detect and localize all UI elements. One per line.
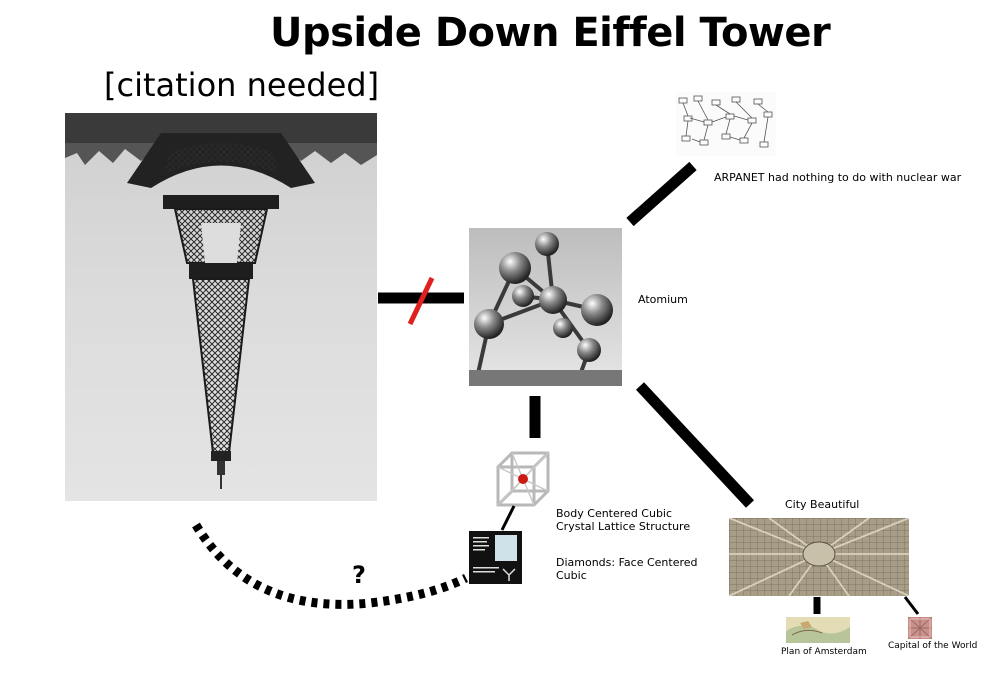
amsterdam-label: Plan of Amsterdam	[781, 647, 867, 657]
atomium-label: Atomium	[638, 293, 688, 306]
question-mark: ?	[352, 561, 366, 589]
connector-atomium-city-beautiful	[635, 382, 755, 508]
capital-of-world-image	[908, 617, 932, 639]
connector-atomium-arpanet	[626, 161, 697, 227]
capital-label: Capital of the World	[888, 641, 978, 651]
page-subtitle: [citation needed]	[104, 66, 380, 104]
arpanet-label: ARPANET had nothing to do with nuclear w…	[714, 171, 962, 184]
diamonds-label-line2: Cubic	[556, 569, 587, 582]
city-beautiful-plan-image	[729, 518, 909, 596]
connector-city-capital	[903, 596, 920, 615]
connector-dashed-eiffel-diamonds	[192, 522, 469, 609]
page-title: Upside Down Eiffel Tower	[270, 10, 831, 56]
eiffel-tower-image	[65, 113, 377, 501]
bcc-cube-image	[490, 447, 562, 511]
atomium-image	[469, 228, 622, 386]
arpanet-map-image	[676, 92, 776, 156]
bcc-label-line2: Crystal Lattice Structure	[556, 520, 691, 533]
city-beautiful-label: City Beautiful	[785, 498, 860, 511]
diamonds-label-line1: Diamonds: Face Centered	[556, 556, 698, 569]
bcc-label-line1: Body Centered Cubic	[556, 507, 673, 520]
strike-through-mark	[407, 276, 435, 326]
amsterdam-plan-image	[786, 617, 850, 643]
diamond-structure-image	[469, 531, 522, 584]
